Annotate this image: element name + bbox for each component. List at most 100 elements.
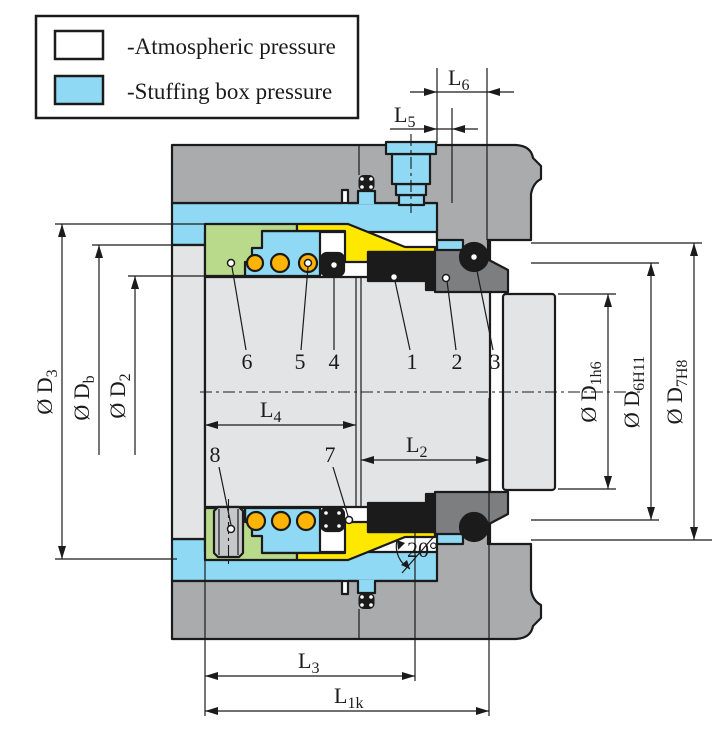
arrow-down-icon [58,546,66,559]
dim-l6: L6 [410,65,514,240]
spring-lower-1 [245,510,267,532]
arrow-right-icon [476,707,489,715]
part-number-4: 4 [329,349,340,374]
oring-chip [369,595,373,599]
dim-db: Ø Db [69,244,175,455]
leader-line-1 [394,280,411,351]
dimension-annotations: Ø D3 Ø Db Ø D2 Ø D1h6 [32,65,712,716]
legend: -Atmospheric pressure -Stuffing box pres… [34,14,360,120]
shaft [170,243,640,541]
arrow-left-icon [205,421,218,429]
dim-l3: L3 [204,507,416,716]
spring-upper-1 [245,253,265,273]
arrow-icon [401,560,410,569]
dim-d6h11: Ø D6H11 [531,262,659,521]
set-screw [212,499,245,567]
dim-label-db: Ø Db [69,375,98,420]
oring-round-lower [458,511,490,543]
dim-label-l6: L6 [448,65,469,94]
housing-upper [170,143,543,270]
arrow-right-icon [343,421,356,429]
arrow-up-icon [131,276,139,289]
dim-l2: L2 [361,398,490,716]
arrow-down-icon [604,476,612,489]
oring-square-lower [319,506,346,533]
legend-swatch-stuffing [53,74,105,106]
arrow-up-icon [690,243,698,256]
dim-label-d1h6: Ø D1h6 [576,361,605,422]
arrow-left-icon [205,672,218,680]
arrow-up-icon [604,294,612,307]
part-number-2: 2 [452,349,463,374]
seal-stack-upper [203,222,510,294]
legend-swatch-atmospheric [53,29,105,61]
legend-label-atmospheric: -Atmospheric pressure [127,34,336,59]
part-callouts: 1 2 3 4 5 6 7 8 [210,252,501,534]
shaft-left-section [170,243,207,541]
dim-l5: L5 [390,102,478,203]
dim-angle-20: 20° [395,532,438,574]
leader-line-5 [300,266,309,351]
leader-line-7 [332,466,349,517]
dim-label-angle: 20° [407,537,438,562]
leader-line-2 [446,280,457,351]
fluid-joint-notch-upper [357,190,376,204]
oring-chip [360,177,364,181]
part-number-8: 8 [210,442,221,467]
dim-l4: L4 [205,397,356,429]
dim-label-d2: Ø D2 [105,373,134,418]
legend-label-stuffing: -Stuffing box pressure [127,79,332,104]
gasket-oring-upper [358,175,375,191]
oring-chip [324,511,328,515]
part-number-3: 3 [490,349,501,374]
arrow-icon [397,540,405,550]
leader-dot-5 [303,258,313,268]
arrow-left-icon [361,456,374,464]
dim-label-d3: Ø D3 [32,369,61,414]
oring-chip [360,603,364,607]
leader-line-3 [474,260,494,351]
spring-lower-3 [295,510,317,532]
part-number-6: 6 [242,349,253,374]
leader-dot-7 [344,515,354,525]
dim-label-l5: L5 [394,102,415,131]
arrow-down-icon [647,507,655,520]
dim-d2: Ø D2 [105,275,209,455]
oring-chip [369,603,373,607]
oring-chip [337,524,341,528]
leader-dot-3 [469,252,479,262]
housing [170,143,543,641]
oring-chip [337,511,341,515]
dim-label-d6h11: Ø D6H11 [619,356,648,428]
arrow-right-icon [424,88,437,96]
arrow-up-icon [58,224,66,237]
arrow-up-icon [647,263,655,276]
dim-label-l4: L4 [260,397,281,426]
flush-port [384,134,438,213]
oring-chip [360,595,364,599]
leader-dot-1 [389,272,399,282]
leader-line-8 [218,466,232,526]
dim-label-l1k: L1k [334,683,363,712]
arrow-left-icon [487,88,500,96]
part-number-7: 7 [325,442,336,467]
arrow-up-icon [95,245,103,258]
gasket-oring-lower [358,593,375,609]
dim-d1h6: Ø D1h6 [558,293,616,490]
arrow-right-icon [476,456,489,464]
arrow-right-icon [402,672,415,680]
oring-chip [360,185,364,189]
arrow-left-icon [452,125,465,133]
dim-label-d7h8: Ø D7H8 [662,360,691,425]
leader-dot-4 [329,260,339,270]
oring-chip [369,177,373,181]
dim-d7h8: Ø D7H8 [531,242,712,541]
spring-lower-2 [270,510,292,532]
seal-stack-lower [203,490,510,567]
part-number-1: 1 [407,349,418,374]
leader-dot-2 [441,273,451,283]
dim-l1k: L1k [205,683,489,715]
dim-d3: Ø D3 [32,223,209,560]
